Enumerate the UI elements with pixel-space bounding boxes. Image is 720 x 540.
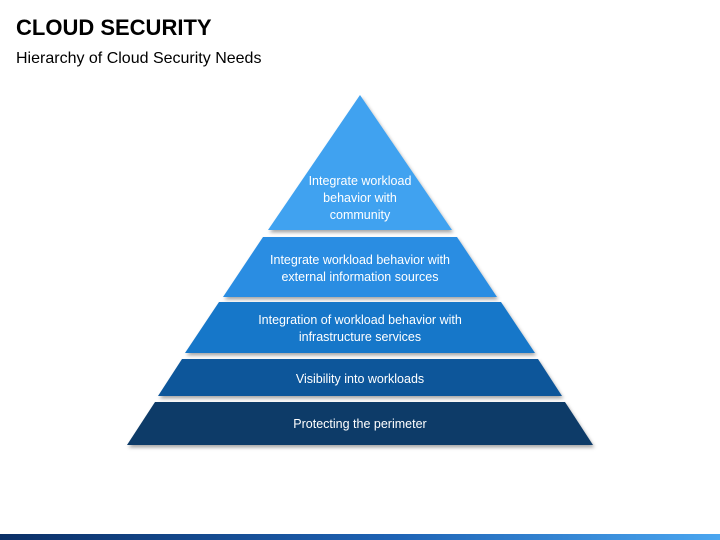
pyramid-tier-2 — [223, 237, 497, 297]
slide-subtitle: Hierarchy of Cloud Security Needs — [16, 50, 262, 67]
pyramid-tier-3 — [185, 302, 535, 353]
tier-label-2: Integrate workload behavior with externa… — [270, 253, 450, 284]
tier-label-3: Integration of workload behavior with in… — [258, 313, 462, 344]
tier-label-1: Integrate workload behavior with communi… — [308, 173, 412, 222]
pyramid-tier-4 — [158, 359, 562, 396]
pyramid-tier-5 — [127, 402, 593, 445]
tier-label-5: Protecting the perimeter — [293, 416, 427, 431]
pyramid-tier-1 — [268, 95, 452, 230]
slide-title: CLOUD SECURITY — [16, 15, 212, 40]
tier-label-4: Visibility into workloads — [295, 371, 425, 386]
footer-bar — [0, 534, 720, 540]
